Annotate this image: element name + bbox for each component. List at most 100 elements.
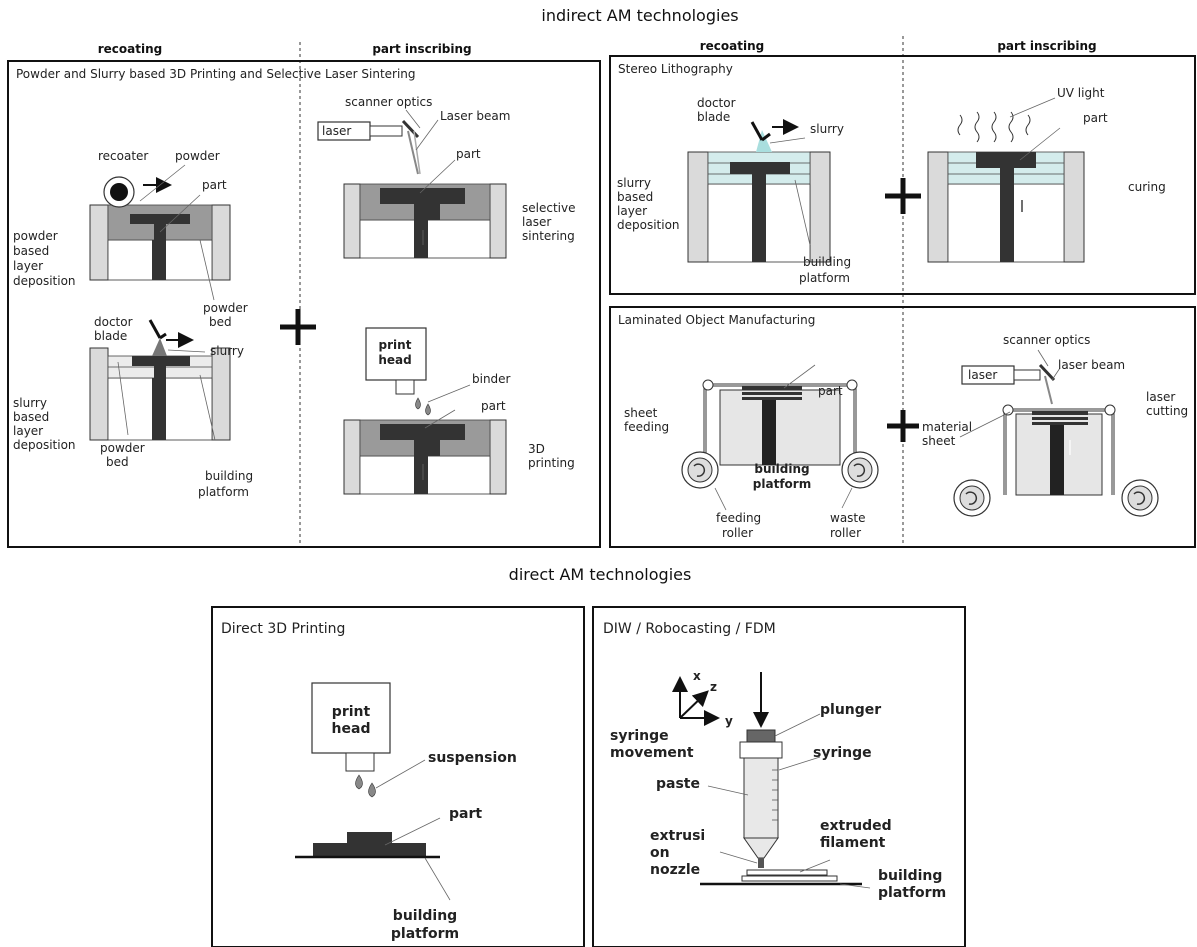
part-inscribing-header-right: part inscribing — [997, 39, 1096, 53]
svg-text:head: head — [332, 721, 371, 737]
sls-illustration — [317, 109, 507, 259]
svg-text:syringe: syringe — [610, 728, 669, 744]
svg-text:z: z — [710, 680, 717, 694]
svg-text:movement: movement — [610, 745, 694, 761]
svg-text:sheet: sheet — [922, 434, 956, 448]
label-powder-bed-2: powder bed — [100, 441, 145, 469]
label-direct-print-head: print head — [332, 704, 371, 737]
svg-text:feeding: feeding — [624, 420, 669, 434]
svg-text:print: print — [379, 338, 412, 352]
svg-text:powder: powder — [13, 229, 58, 243]
part-inscribing-header-left: part inscribing — [372, 42, 471, 56]
plus-sign-a — [280, 309, 316, 345]
label-print-head: print head — [378, 338, 411, 367]
svg-text:extrusi: extrusi — [650, 828, 705, 844]
svg-text:blade: blade — [94, 329, 127, 343]
svg-text:y: y — [725, 714, 733, 728]
panel-powder-slurry-sls: Powder and Slurry based 3D Printing and … — [7, 60, 601, 548]
svg-text:waste: waste — [830, 511, 866, 525]
svg-text:extruded: extruded — [820, 818, 892, 834]
label-doctor-blade: doctor blade — [94, 315, 133, 343]
svg-text:layer: layer — [13, 259, 43, 273]
svg-text:platform: platform — [799, 271, 850, 285]
label-uv-light: UV light — [1057, 86, 1105, 100]
svg-text:sintering: sintering — [522, 229, 575, 243]
panel-c-title: Laminated Object Manufacturing — [618, 313, 815, 327]
svg-text:print: print — [332, 704, 371, 720]
label-diw-building-platform: building platform — [878, 868, 946, 901]
label-sla-slurry: slurry — [810, 122, 844, 136]
panel-d-title: Direct 3D Printing — [221, 621, 345, 637]
label-direct-part: part — [449, 806, 482, 822]
svg-text:powder: powder — [203, 301, 248, 315]
recoating-header-right: recoating — [700, 39, 765, 53]
label-powder: powder — [175, 149, 220, 163]
svg-text:bed: bed — [106, 455, 129, 469]
lom-feeding-illustration — [681, 364, 879, 511]
plus-sign-b — [885, 178, 921, 214]
svg-text:filament: filament — [820, 835, 886, 851]
svg-text:roller: roller — [722, 526, 753, 540]
svg-text:building: building — [803, 255, 851, 269]
label-lom-laser: laser — [968, 368, 997, 382]
svg-text:platform: platform — [878, 885, 946, 901]
label-part-3: part — [481, 399, 506, 413]
svg-text:bed: bed — [209, 315, 232, 329]
label-curing: curing — [1128, 180, 1166, 194]
svg-text:roller: roller — [830, 526, 861, 540]
svg-text:building: building — [754, 462, 809, 476]
direct-heading: direct AM technologies — [509, 565, 692, 584]
syringe-illustration — [700, 672, 871, 889]
sla-curing-illustration — [927, 97, 1085, 263]
label-extrusion-nozzle: extrusi on nozzle — [650, 828, 705, 878]
svg-text:head: head — [378, 353, 411, 367]
panel-a-title: Powder and Slurry based 3D Printing and … — [16, 67, 416, 81]
label-material-sheet: material sheet — [922, 420, 972, 448]
svg-text:based: based — [13, 410, 49, 424]
svg-text:doctor: doctor — [697, 96, 736, 110]
svg-text:layer: layer — [617, 204, 647, 218]
svg-text:based: based — [617, 190, 653, 204]
label-sla-part: part — [1083, 111, 1108, 125]
lom-cutting-illustration — [953, 349, 1159, 517]
label-3d-printing: 3D printing — [528, 442, 575, 470]
svg-text:printing: printing — [528, 456, 575, 470]
svg-text:platform: platform — [753, 477, 811, 491]
label-sla-doctor-blade: doctor blade — [697, 96, 736, 124]
svg-text:slurry: slurry — [13, 396, 47, 410]
direct-printing-illustration — [295, 682, 451, 901]
svg-text:building: building — [878, 868, 942, 884]
svg-text:3D: 3D — [528, 442, 545, 456]
sla-recoating-illustration — [687, 119, 831, 263]
panel-b-title: Stereo Lithography — [618, 62, 733, 76]
label-direct-building-platform: building platform — [391, 908, 459, 942]
label-sla-building-platform: building platform — [799, 255, 851, 285]
indirect-heading: indirect AM technologies — [541, 6, 738, 25]
label-lom-part: part — [818, 384, 843, 398]
svg-text:platform: platform — [391, 926, 459, 942]
label-slurry-based-deposition: slurry based layer deposition — [13, 396, 76, 452]
label-waste-roller: waste roller — [830, 511, 866, 540]
svg-text:slurry: slurry — [617, 176, 651, 190]
label-lom-laser-beam: laser beam — [1058, 358, 1125, 372]
label-laser: laser — [322, 124, 351, 138]
label-building-platform: building platform — [198, 469, 253, 499]
svg-text:deposition: deposition — [617, 218, 680, 232]
svg-text:building: building — [393, 908, 457, 924]
slurry-deposition-illustration — [89, 319, 231, 441]
binder-printing-illustration — [343, 327, 507, 495]
label-lom-scanner-optics: scanner optics — [1003, 333, 1090, 347]
label-part: part — [202, 178, 227, 192]
label-lom-building-platform: building platform — [753, 462, 811, 491]
svg-text:based: based — [13, 244, 49, 258]
label-recoater: recoater — [98, 149, 148, 163]
svg-text:deposition: deposition — [13, 274, 76, 288]
label-powder-based-deposition: powder based layer deposition — [13, 229, 76, 288]
panel-e-title: DIW / Robocasting / FDM — [603, 621, 776, 637]
label-powder-bed: powder bed — [203, 301, 248, 329]
axis-gizmo: x z y — [672, 669, 733, 728]
svg-text:layer: layer — [13, 424, 43, 438]
label-paste: paste — [656, 776, 700, 792]
svg-text:on: on — [650, 845, 670, 861]
svg-text:deposition: deposition — [13, 438, 76, 452]
